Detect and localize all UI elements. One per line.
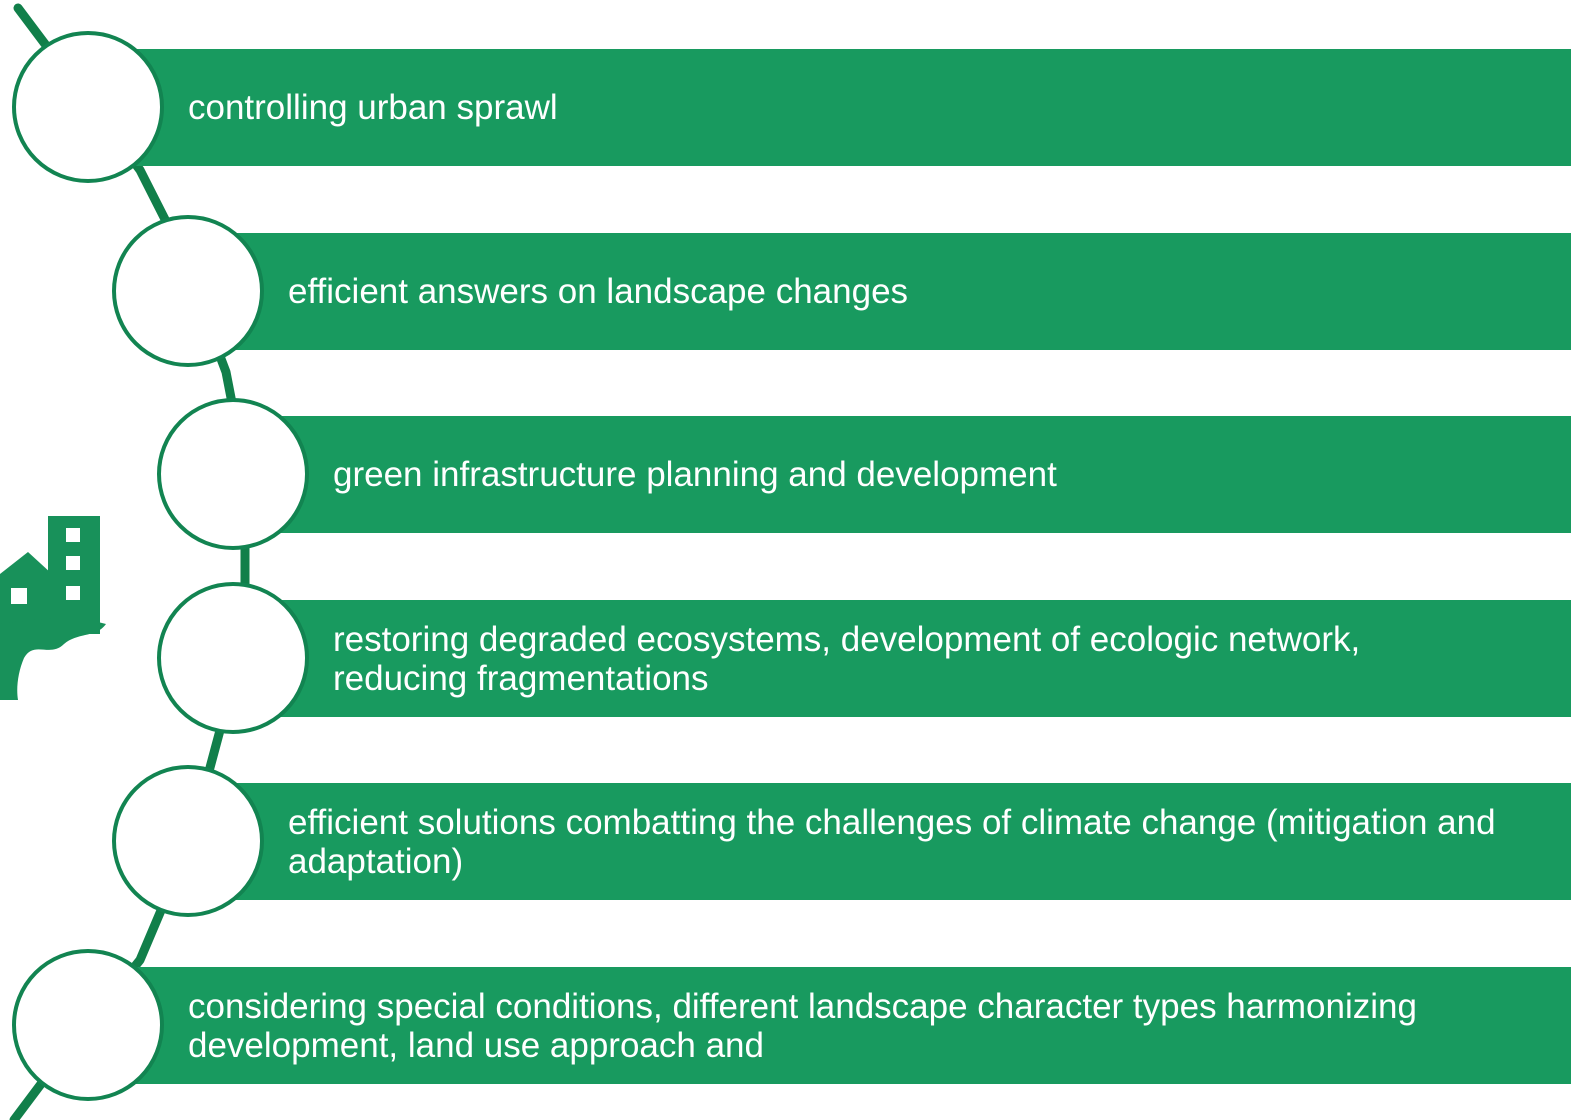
step-label-1: controlling urban sprawl (188, 88, 558, 127)
step-label-2: efficient answers on landscape changes (288, 272, 909, 311)
step-circle-2 (112, 215, 264, 367)
step-circle-4 (157, 582, 309, 734)
step-label-5: efficient solutions combatting the chall… (288, 802, 1496, 881)
step-circle-3 (157, 398, 309, 550)
step-bar-5: efficient solutions combatting the chall… (190, 783, 1571, 900)
step-label-6: considering special conditions, differen… (188, 986, 1417, 1065)
step-circle-5 (112, 765, 264, 917)
step-label-3: green infrastructure planning and develo… (333, 455, 1057, 494)
step-bar-6: considering special conditions, differen… (90, 967, 1571, 1084)
step-circle-1 (12, 31, 164, 183)
city-buildings-icon (0, 516, 106, 700)
step-label-4: restoring degraded ecosystems, developme… (333, 619, 1361, 698)
step-bar-4: restoring degraded ecosystems, developme… (235, 600, 1571, 717)
step-bar-2: efficient answers on landscape changes (190, 233, 1571, 350)
step-bar-1: controlling urban sprawl (90, 49, 1571, 166)
step-circle-6 (12, 949, 164, 1101)
step-bar-3: green infrastructure planning and develo… (235, 416, 1571, 533)
